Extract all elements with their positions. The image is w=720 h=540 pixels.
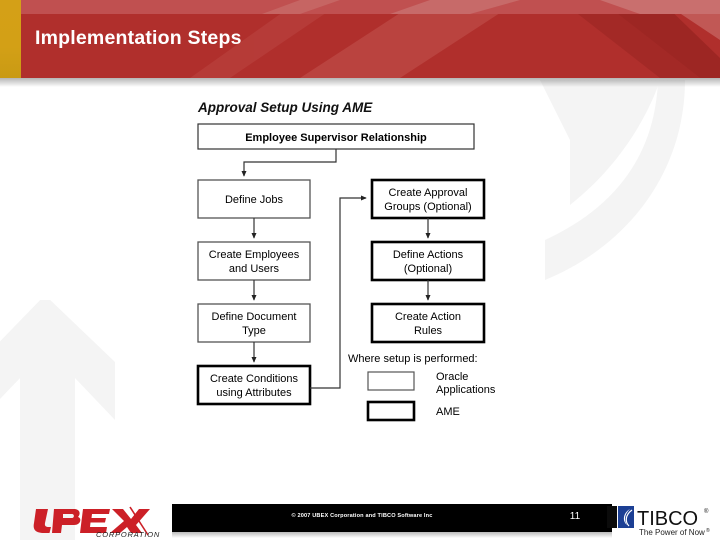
- box-define-document-type-label-l1: Define Document: [212, 311, 297, 323]
- page-number: 11: [569, 511, 581, 522]
- box-create-action-rules-label-l1: Create Action: [395, 311, 461, 323]
- box-employee-supervisor-relationship-label: Employee Supervisor Relationship: [245, 132, 427, 144]
- box-define-jobs: [197, 179, 311, 219]
- diagram-title: Approval Setup Using AME: [197, 100, 373, 115]
- box-define-document-type-label-l2: Type: [242, 325, 266, 337]
- slide-header-banner: Implementation Steps: [0, 0, 720, 78]
- box-create-approval-groups-label-l1: Create Approval: [389, 187, 468, 199]
- legend-swatch-ame: [366, 400, 416, 422]
- tibco-logo: TIBCO ® The Power of Now ®: [607, 504, 715, 538]
- box-create-approval-groups: [370, 178, 486, 220]
- ubex-logo: CORPORATION: [30, 503, 175, 539]
- svg-text:The Power of Now: The Power of Now: [639, 528, 705, 537]
- box-create-employees-and-users-label-l1: Create Employees: [209, 249, 300, 261]
- box-create-approval-groups-label-l2: Groups (Optional): [384, 201, 471, 213]
- banner-drop-shadow: [0, 78, 720, 87]
- box-create-conditions-label-l1: Create Conditions: [210, 373, 299, 385]
- box-create-employees-and-users-label-l2: and Users: [229, 263, 280, 275]
- legend-label-ame: AME: [436, 406, 460, 418]
- connector-top-to-define-jobs: [241, 149, 337, 177]
- svg-text:®: ®: [706, 527, 710, 534]
- box-define-actions: [370, 240, 486, 282]
- box-create-action-rules-label-l2: Rules: [414, 325, 443, 337]
- box-define-actions-label-l2: (Optional): [404, 263, 452, 275]
- approval-setup-diagram: Approval Setup Using AME Employee Superv…: [196, 98, 496, 443]
- box-create-employees-and-users: [197, 241, 311, 281]
- diagram-svg: Approval Setup Using AME Employee Superv…: [196, 100, 496, 422]
- box-create-conditions-label-l2: using Attributes: [216, 387, 292, 399]
- box-employee-supervisor-relationship: [197, 123, 475, 150]
- footer-black-bar: [172, 504, 612, 532]
- legend-swatch-oracle-applications: [367, 371, 415, 391]
- connector-conditions-to-approval-groups: [310, 195, 367, 389]
- legend-heading: Where setup is performed:: [348, 353, 478, 365]
- box-define-document-type: [197, 303, 311, 343]
- svg-text:TIBCO: TIBCO: [637, 508, 698, 530]
- banner-diagonal-art: [0, 0, 720, 78]
- footer-bar-shadow: [172, 532, 612, 538]
- box-create-conditions-using-attributes: [196, 364, 312, 406]
- legend-label-oracle-l2: Applications: [436, 384, 496, 396]
- svg-text:®: ®: [704, 508, 709, 515]
- legend-label-oracle-l1: Oracle: [436, 371, 468, 383]
- box-define-actions-label-l1: Define Actions: [393, 249, 464, 261]
- banner-gold-accent-bar: [0, 0, 21, 78]
- box-create-action-rules: [370, 302, 486, 344]
- swoosh-watermark-icon: [510, 80, 720, 280]
- box-define-jobs-label: Define Jobs: [225, 194, 284, 206]
- svg-text:CORPORATION: CORPORATION: [96, 530, 160, 539]
- footer-copyright: © 2007 UBEX Corporation and TIBCO Softwa…: [291, 513, 433, 519]
- page-title: Implementation Steps: [35, 27, 242, 49]
